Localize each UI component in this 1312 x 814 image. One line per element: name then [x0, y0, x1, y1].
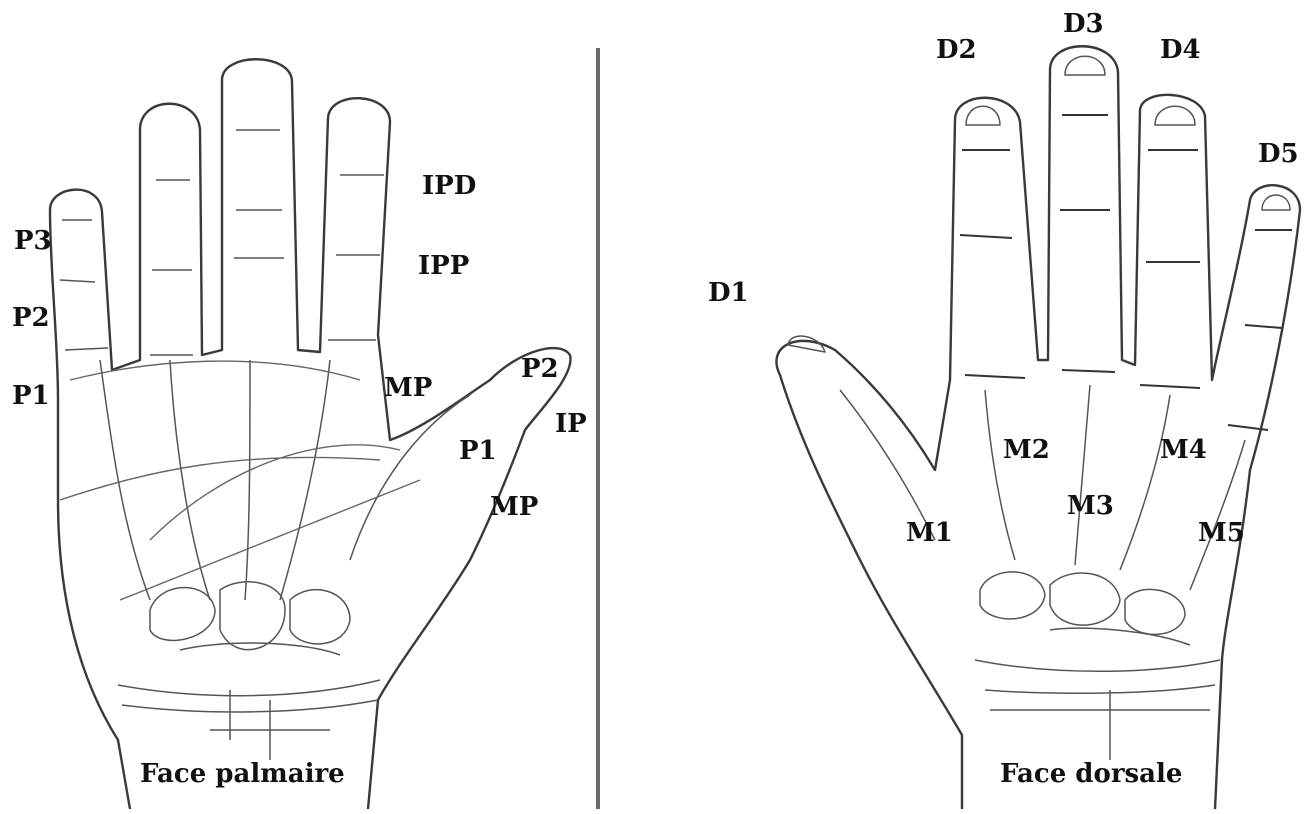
- palmar-hand-drawing: [50, 59, 570, 809]
- label-m2: M2: [1003, 435, 1050, 465]
- label-mp: MP: [384, 373, 432, 403]
- label-thumb-p1: P1: [459, 436, 497, 466]
- dorsal-finger-joints: [960, 115, 1292, 430]
- palmar-hand-outline: [50, 59, 570, 809]
- label-p2: P2: [12, 303, 50, 333]
- label-p3: P3: [14, 226, 52, 256]
- label-m4: M4: [1160, 435, 1207, 465]
- dorsal-hand-drawing: [776, 46, 1300, 809]
- caption-dorsal: Face dorsale: [1000, 759, 1182, 789]
- dorsal-metacarpals: [840, 385, 1245, 590]
- label-d4: D4: [1160, 35, 1201, 65]
- dorsal-carpal-bones: [980, 572, 1190, 645]
- label-ipd: IPD: [422, 171, 476, 201]
- label-thumb-mp: MP: [490, 492, 538, 522]
- label-d1: D1: [708, 278, 749, 308]
- dorsal-hand-outline: [776, 46, 1300, 809]
- label-p1: P1: [12, 381, 50, 411]
- label-m1: M1: [906, 518, 953, 548]
- caption-palmar: Face palmaire: [140, 759, 345, 789]
- dorsal-wrist: [975, 660, 1220, 760]
- label-thumb-ip: IP: [555, 409, 587, 439]
- label-thumb-p2: P2: [521, 354, 559, 384]
- palmar-creases: [60, 361, 420, 600]
- palmar-carpal-bones: [150, 582, 350, 655]
- label-d5: D5: [1258, 139, 1299, 169]
- label-ipp: IPP: [418, 251, 469, 281]
- dorsal-nails: [788, 56, 1290, 352]
- label-d2: D2: [936, 35, 977, 65]
- label-m3: M3: [1067, 491, 1114, 521]
- palmar-finger-bones: [60, 130, 470, 600]
- label-m5: M5: [1198, 518, 1245, 548]
- label-d3: D3: [1063, 9, 1104, 39]
- palmar-wrist: [118, 680, 380, 760]
